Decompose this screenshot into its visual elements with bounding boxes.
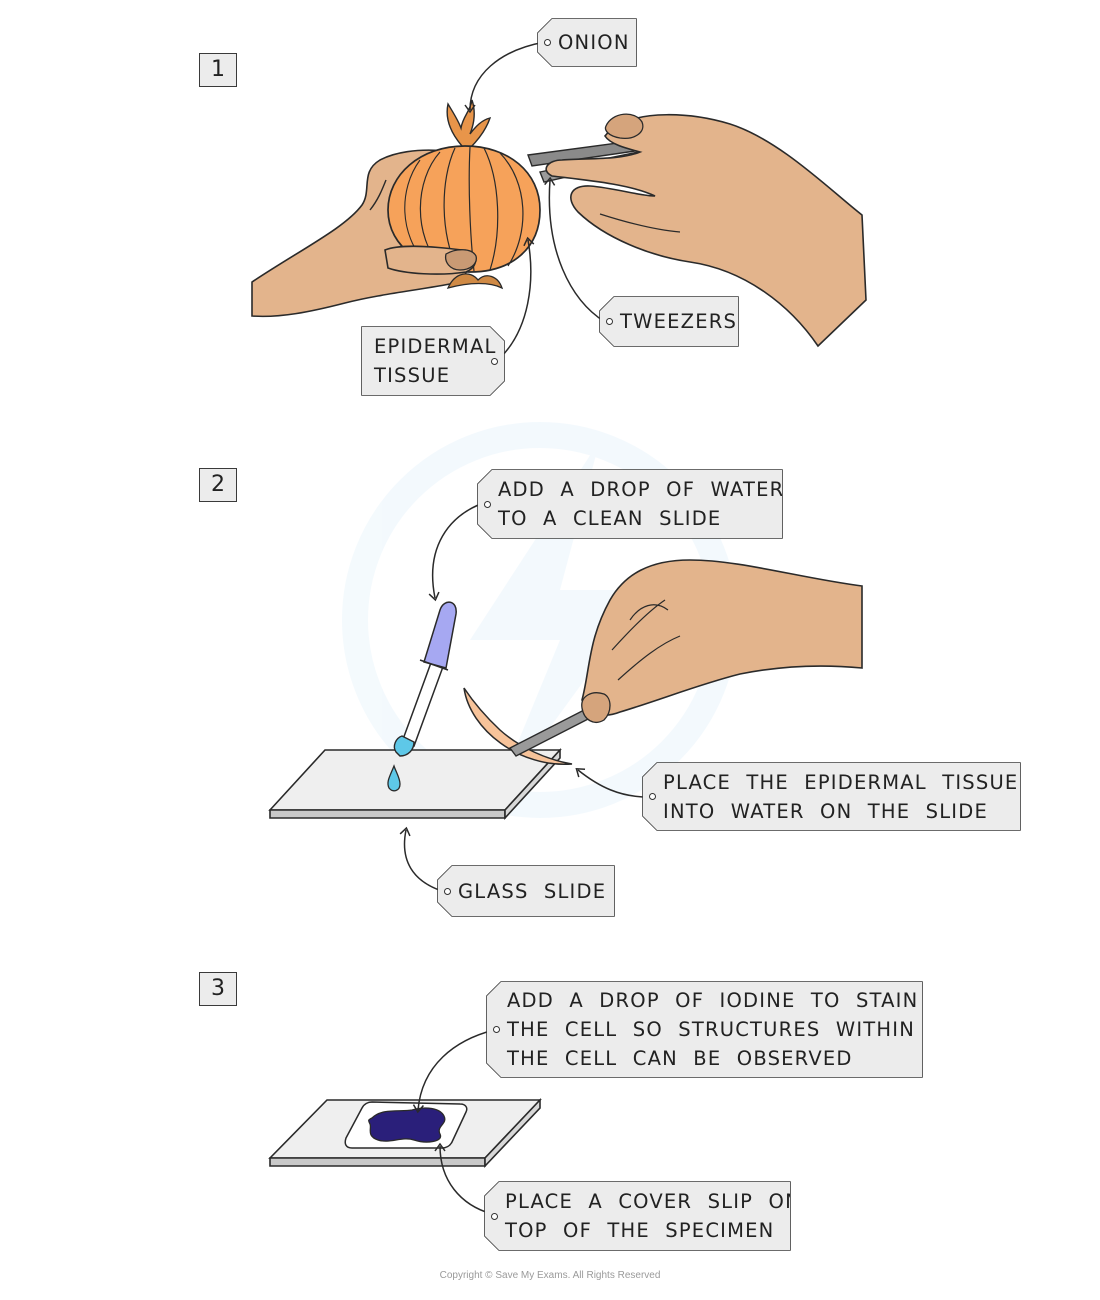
label-add-water: ADD A DROP OF WATER TO A CLEAN SLIDE: [478, 470, 782, 538]
hand-2: [581, 559, 863, 723]
label-glass-slide: GLASS SLIDE: [438, 866, 614, 916]
tag-hole-icon: [444, 888, 451, 895]
pipette: [393, 601, 457, 757]
tag-hole-icon: [491, 358, 498, 365]
glass-slide-2: [268, 747, 562, 821]
tag-hole-icon: [491, 1213, 498, 1220]
arrow-glass-slide: [399, 826, 446, 893]
step-number-3: 3: [199, 972, 237, 1006]
right-hand: [545, 113, 867, 348]
tag-hole-icon: [606, 318, 613, 325]
iodine-stain: [368, 1107, 446, 1143]
step-number-2: 2: [199, 468, 237, 502]
arrow-tweezers: [544, 176, 606, 323]
label-place-tissue: PLACE THE EPIDERMAL TISSUE INTO WATER ON…: [643, 763, 1020, 830]
label-tweezers: TWEEZERS: [600, 297, 738, 346]
label-add-iodine: ADD A DROP OF IODINE TO STAIN THE CELL S…: [487, 982, 922, 1077]
step-number-1: 1: [199, 53, 237, 87]
arrow-epidermal: [497, 236, 535, 361]
arrow-onion: [464, 41, 546, 114]
arrow-water: [428, 501, 487, 602]
water-drop: [387, 764, 401, 792]
tag-hole-icon: [544, 39, 551, 46]
tag-hole-icon: [484, 501, 491, 508]
left-thumb: [384, 245, 477, 275]
arrow-cover-slip: [434, 1142, 493, 1215]
label-epidermal-tissue: EPIDERMAL TISSUE: [362, 327, 504, 395]
copyright-notice: Copyright © Save My Exams. All Rights Re…: [439, 1270, 661, 1281]
tag-hole-icon: [493, 1026, 500, 1033]
label-cover-slip: PLACE A COVER SLIP ON TOP OF THE SPECIME…: [485, 1182, 790, 1250]
label-onion: ONION: [538, 19, 636, 66]
tag-hole-icon: [649, 793, 656, 800]
arrow-iodine: [412, 1029, 495, 1114]
